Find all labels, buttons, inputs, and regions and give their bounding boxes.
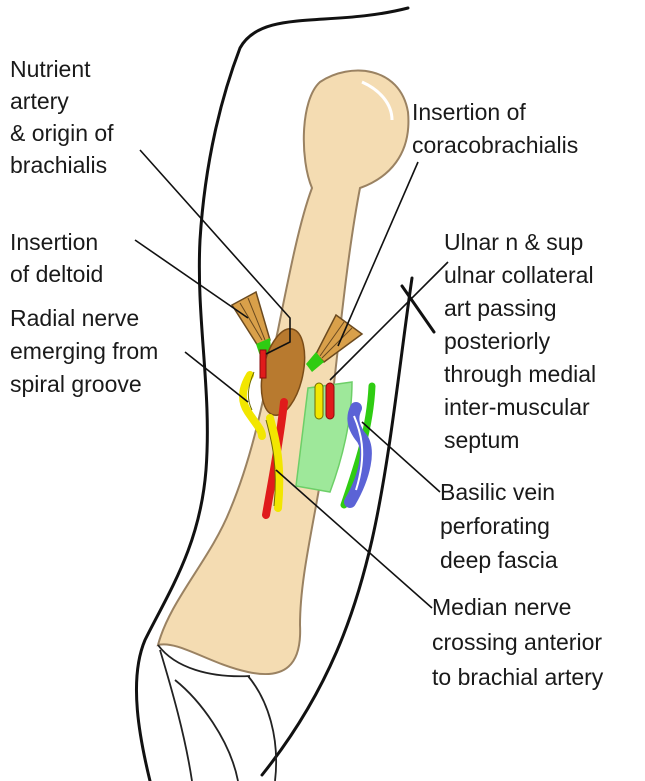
radial-nerve	[243, 375, 262, 436]
ulna-outline	[160, 650, 192, 781]
leader-ulnar	[330, 262, 448, 380]
medial-epicondyle-outline	[248, 676, 276, 781]
label-deltoid: Insertion of deltoid	[10, 229, 105, 287]
leader-radial	[185, 352, 248, 402]
radius-outline	[175, 680, 238, 781]
label-nutrient-artery: Nutrient artery & origin of brachialis	[10, 56, 120, 178]
label-median-nerve: Median nerve crossing anterior to brachi…	[432, 594, 608, 690]
label-basilic-vein: Basilic vein perforating deep fascia	[440, 479, 561, 573]
label-coracobrachialis: Insertion of coracobrachialis	[412, 99, 578, 158]
superior-ulnar-collateral-artery	[326, 383, 334, 419]
leader-basilic	[362, 422, 440, 492]
ulnar-nerve	[315, 383, 323, 419]
label-ulnar-nerve: Ulnar n & sup ulnar collateral art passi…	[444, 229, 603, 453]
nutrient-artery	[260, 350, 266, 378]
leader-nutrient	[140, 150, 290, 354]
label-radial-nerve: Radial nerve emerging from spiral groove	[10, 305, 165, 397]
